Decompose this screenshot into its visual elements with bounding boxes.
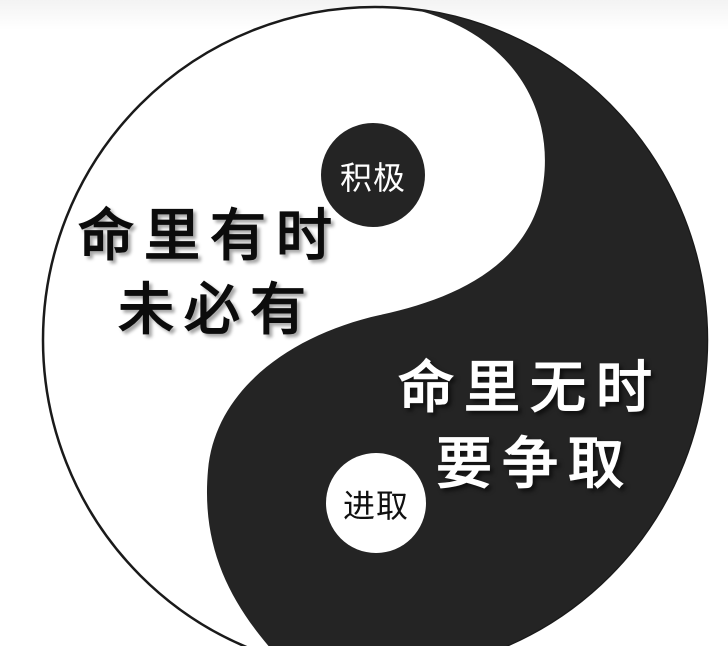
upper-dot-label: 积极	[339, 159, 407, 197]
yin-text-line-1: 命里无时	[398, 355, 662, 421]
yang-text-line-1: 命里有时	[78, 203, 342, 269]
yin-eye-dot	[321, 123, 425, 227]
yang-eye-dot	[326, 453, 426, 553]
lower-dot-label: 进取	[342, 487, 410, 525]
yin-text-line-2: 要争取	[436, 431, 634, 497]
yang-text-line-2: 未必有	[118, 277, 316, 343]
